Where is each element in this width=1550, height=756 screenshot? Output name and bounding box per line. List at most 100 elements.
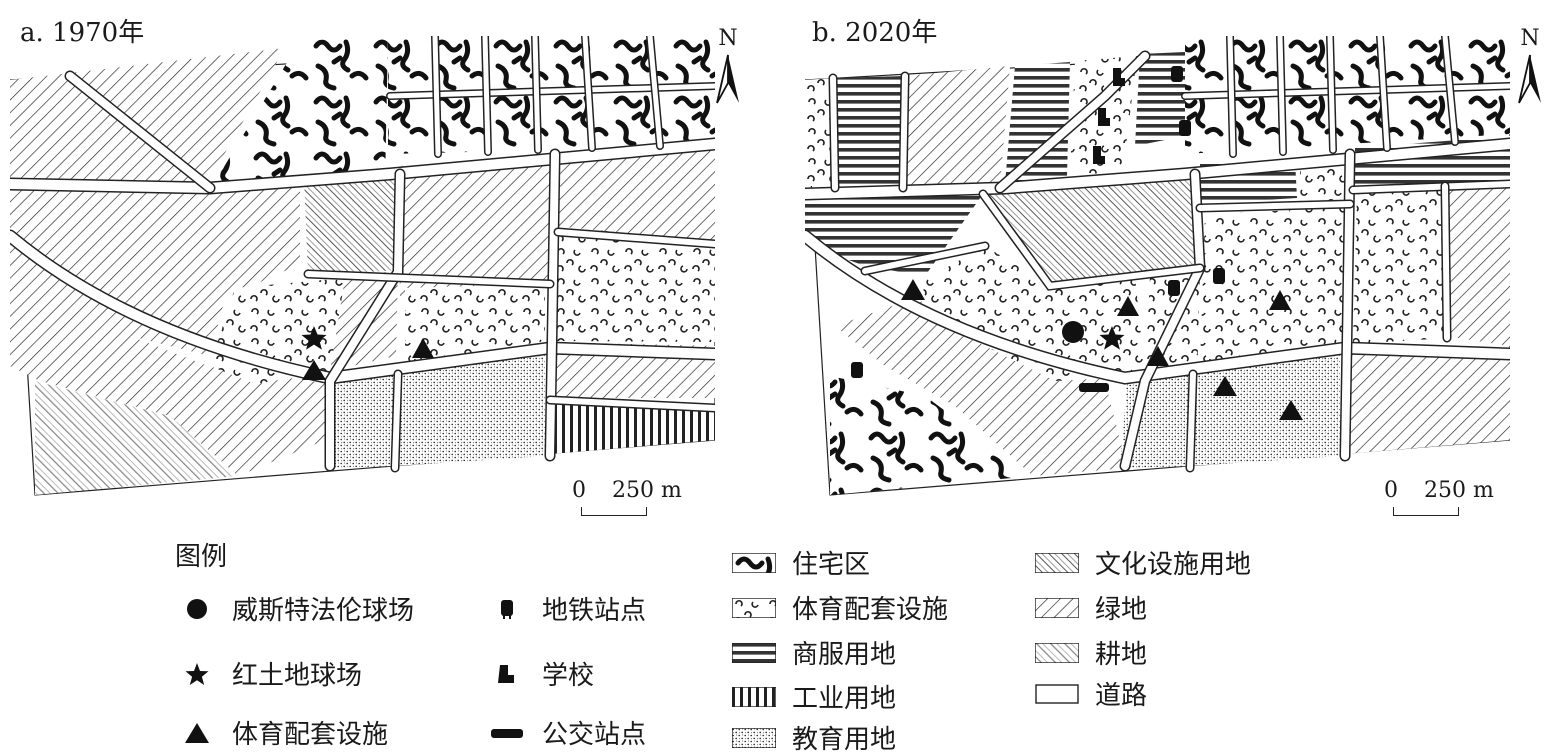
education-swatch [732,727,776,748]
metro-icon [501,599,513,619]
legend-label: 文化设施用地 [1095,550,1252,580]
north-arrow-icon [716,54,739,104]
legend-item-green: 绿地 [1035,589,1147,626]
roads [10,36,715,473]
legend-label: 绿地 [1095,595,1148,625]
culture-swatch [1035,552,1079,573]
legend-title: 图例 [175,542,228,572]
legend-item-clay-court: 红土地球场 [180,655,362,692]
sport-area [923,246,1145,381]
sport-facility-marker [1147,346,1169,366]
scale-zero: 0 [1384,478,1398,503]
legend-item-school: 学校 [490,655,594,692]
legend-item-culture: 文化设施用地 [1035,544,1251,581]
map-2020 [805,36,1510,496]
legend-label: 商服用地 [792,640,897,670]
education-area [325,374,395,468]
school-markers [1093,68,1125,164]
red-clay-court-marker [1099,326,1125,350]
sport-facility-marker [1117,296,1139,316]
farmland-area [35,381,238,495]
sport-area [805,78,835,186]
red-clay-court-marker [301,326,327,350]
road-swatch [1035,683,1079,704]
sport-facility-marker [1279,400,1303,420]
commercial-area [1005,62,1070,184]
scale-zero: 0 [572,478,586,503]
legend-label: 学校 [542,661,595,691]
bus-stop-marker [1079,383,1109,392]
sport-swatch [732,597,776,618]
school-icon [498,664,514,683]
legend-label: 体育配套设施 [232,720,389,750]
westfalen-stadium-marker [1062,321,1084,343]
education-area [1190,348,1340,466]
legend-item-education: 教育用地 [732,719,896,756]
legend-label: 住宅区 [792,550,871,580]
north-arrow-a: N [713,26,743,105]
culture-area [983,176,1200,284]
roads [805,36,1510,473]
commercial-swatch [732,642,776,663]
green-area [558,148,715,246]
legend-item-sport-facility: 体育配套设施 [180,714,388,751]
industrial-swatch [732,686,776,707]
sport-area [552,226,715,342]
circle-icon [187,598,207,619]
legend-item-industrial: 工业用地 [732,678,896,715]
commercial-area [833,76,905,188]
legend-label: 道路 [1095,681,1148,711]
residential-area [830,376,1033,495]
star-icon [185,662,209,685]
green-swatch [1035,597,1079,618]
sport-facility-marker [1269,290,1291,310]
industrial-area [550,401,715,454]
legend-label: 威斯特法伦球场 [232,596,415,626]
north-arrow-b: N [1515,26,1545,105]
green-area [1445,184,1510,346]
sport-facility-marker [901,279,925,300]
scale-bar-b: 0 250 m [1384,478,1494,516]
residential-area [210,36,388,190]
sport-facility-marker [1213,376,1237,396]
farmland-swatch [1035,642,1079,663]
green-area [1345,346,1510,454]
legend-label: 教育用地 [792,725,897,755]
panel-title-a: a. 1970年 [20,18,145,48]
triangle-icon [185,722,209,743]
culture-area [304,174,400,276]
scale-line [581,507,647,516]
legend-item-bus: 公交站点 [490,714,646,751]
sport-facility-marker [302,360,326,380]
scale-line [1393,507,1459,516]
education-area [395,348,545,466]
map-1970 [10,36,715,496]
bus-icon [491,728,523,738]
legend-item-road: 道路 [1035,675,1147,712]
legend-item-metro: 地铁站点 [490,590,646,627]
legend-label: 红土地球场 [232,661,363,691]
legend-item-farmland: 耕地 [1035,634,1147,671]
green-area [398,162,550,298]
panel-title-b: b. 2020年 [812,18,938,48]
green-area [10,176,300,356]
legend-item-commercial: 商服用地 [732,634,896,671]
legend-label: 地铁站点 [542,596,647,626]
metro-station-markers [851,66,1225,378]
green-area [905,66,1010,186]
legend-label: 工业用地 [792,684,897,714]
legend-item-stadium: 威斯特法伦球场 [180,590,414,627]
legend-item-residential: 住宅区 [732,544,870,581]
legend-label: 耕地 [1095,640,1148,670]
north-arrow-icon [1518,54,1541,104]
scale-label: 250 m [612,478,682,503]
sport-area [1200,208,1345,366]
scale-label: 250 m [1424,478,1494,503]
green-area [10,276,330,476]
sport-area [1353,186,1447,344]
sport-area [405,284,545,366]
sport-facility-marker [412,338,434,358]
legend-label: 公交站点 [542,720,647,750]
green-area [835,298,1127,476]
legend-item-sport-area: 体育配套设施 [732,589,948,626]
